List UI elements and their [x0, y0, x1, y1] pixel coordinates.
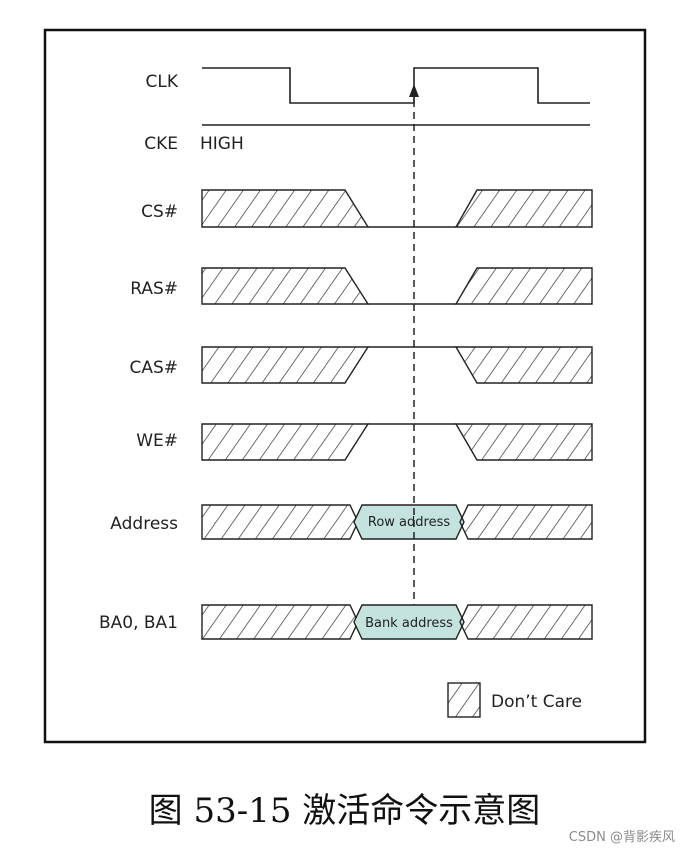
cas-dont-care-right: [454, 346, 593, 384]
ba-dont-care-right: [459, 604, 593, 640]
address-dont-care-left: [201, 504, 359, 540]
signal-label-we: WE#: [136, 431, 178, 451]
we-dont-care-left: [201, 423, 370, 461]
cs-dont-care-left: [201, 189, 370, 228]
signal-label-cas: CAS#: [129, 358, 178, 378]
bank-address-box: [353, 604, 465, 640]
we-dont-care-right: [454, 423, 593, 461]
diagram-border: [43, 28, 647, 744]
legend-label: Don’t Care: [491, 692, 582, 712]
watermark: CSDN @背影疾风: [568, 830, 675, 845]
legend-hatch-swatch: [447, 682, 481, 718]
cke-value-text: HIGH: [200, 134, 244, 154]
address-dont-care-right: [459, 504, 593, 540]
signal-label-address: Address: [110, 514, 178, 534]
bank-address-text: Bank address: [365, 616, 453, 631]
cas-dont-care-left: [201, 346, 370, 384]
signal-label-ba: BA0, BA1: [99, 613, 178, 633]
ba-dont-care-left: [201, 604, 359, 640]
clock-edge-arrow-icon: [409, 84, 419, 97]
cs-dont-care-right: [454, 189, 593, 228]
row-address-box: [353, 504, 465, 540]
signal-label-clk: CLK: [146, 72, 179, 92]
signal-label-ras: RAS#: [130, 279, 178, 299]
ras-dont-care-right: [454, 267, 593, 305]
signal-label-cke: CKE: [144, 134, 178, 154]
figure-caption: 图 53-15 激活命令示意图: [148, 791, 541, 831]
row-address-text: Row address: [368, 515, 450, 530]
clk-waveform: [202, 67, 590, 104]
ras-dont-care-left: [201, 267, 370, 305]
signal-label-cs: CS#: [141, 202, 178, 222]
